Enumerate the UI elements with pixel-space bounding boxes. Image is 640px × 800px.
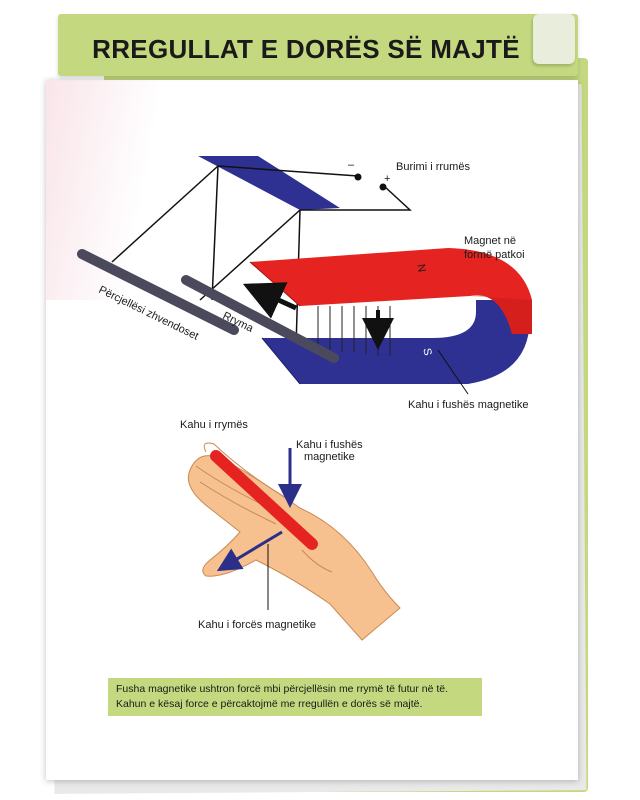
north-pole-label: N: [414, 263, 427, 273]
motion-arrow: [242, 282, 298, 319]
caption-box: Fusha magnetike ushtron forcë mbi përcje…: [108, 678, 482, 716]
current-bar: [210, 450, 318, 550]
magnet-south-edge: [261, 337, 301, 385]
magnet-bend-shade: [470, 295, 532, 334]
caption-line-1: Fusha magnetike ushtron forcë mbi përcje…: [116, 683, 449, 695]
field-label-leader: [437, 349, 469, 395]
magnet-north-pole: [250, 248, 532, 334]
south-pole-label: S: [420, 347, 433, 356]
magnet-label-line2: formë patkoi: [464, 249, 525, 261]
hand-field-label-line1: Kahu i fushës: [296, 439, 363, 451]
battery-terminal-minus: [354, 173, 362, 181]
hand-force-arrow: [216, 530, 283, 572]
current-direction-label: Kahu i rrymës: [180, 419, 248, 431]
hand-field-label-line2: magnetike: [304, 451, 355, 463]
page-title: RREGULLAT E DORËS SË MAJTË: [92, 34, 520, 64]
force-direction-label: Kahu i forcës magnetike: [198, 619, 316, 631]
title-banner: RREGULLAT E DORËS SË MAJTË: [58, 14, 578, 76]
title-curl: [533, 14, 575, 64]
caption-line-2: Kahun e kësaj force e përcaktojmë me rre…: [116, 698, 423, 710]
magnet-label-line1: Magnet në: [464, 235, 516, 247]
minus-label: –: [348, 159, 355, 171]
rail-right: [181, 275, 339, 363]
rail-left: [77, 249, 239, 335]
field-direction-label: Kahu i fushës magnetike: [408, 399, 528, 411]
battery-terminal-plus: [379, 183, 387, 191]
left-hand-illustration: [187, 442, 401, 641]
magnet-south-pole: [262, 300, 530, 384]
plus-label: +: [384, 173, 390, 185]
top-conductor-strip: [198, 156, 340, 210]
source-label: Burimi i rrumës: [396, 161, 470, 173]
